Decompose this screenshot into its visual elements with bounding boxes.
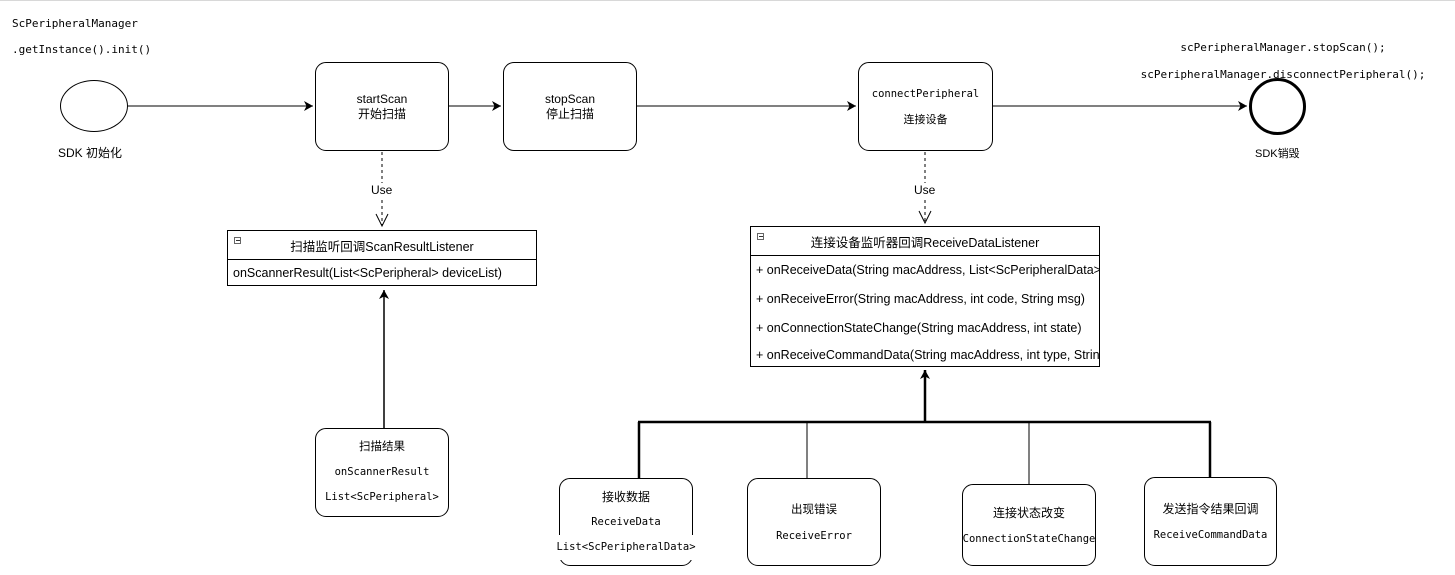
receive-data-type: List<ScPeripheralData>: [556, 535, 696, 560]
destroy-note: scPeripheralManager.stopScan(); scPeriph…: [1138, 41, 1428, 82]
receive-command-box: 发送指令结果回调 ReceiveCommandData: [1144, 477, 1277, 566]
scan-result-box: 扫描结果 onScannerResult List<ScPeripheral>: [315, 428, 449, 517]
receive-error-title: 出现错误: [791, 503, 837, 516]
use-label-connect: Use: [913, 183, 937, 197]
data-listener-method: + onReceiveError(String macAddress, int …: [756, 292, 1085, 306]
stop-scan-name: stopScan: [544, 91, 596, 106]
start-node: [60, 80, 128, 132]
scan-listener-header: 扫描监听回调ScanResultListener: [228, 231, 536, 260]
end-node-label: SDK销毁: [1255, 148, 1300, 160]
collapse-icon[interactable]: [757, 233, 764, 240]
data-listener-header: 连接设备监听器回调ReceiveDataListener: [751, 227, 1099, 256]
stop-scan-desc: 停止扫描: [545, 106, 594, 121]
scan-listener-title: 扫描监听回调ScanResultListener: [290, 239, 474, 254]
connect-desc: 连接设备: [903, 112, 948, 126]
scan-result-title: 扫描结果: [359, 441, 405, 453]
end-node: [1249, 78, 1306, 135]
data-listener-title: 连接设备监听器回调ReceiveDataListener: [810, 235, 1040, 250]
init-note-line2: .getInstance().init(): [12, 43, 152, 56]
init-note-line1: ScPeripheralManager: [12, 17, 138, 30]
data-listener-method: + onReceiveData(String macAddress, List<…: [756, 263, 1100, 277]
connection-state-box: 连接状态改变 ConnectionStateChange: [962, 484, 1096, 566]
receive-command-title: 发送指令结果回调: [1162, 502, 1259, 516]
scan-listener-method: onScannerResult(List<ScPeripheral> devic…: [233, 266, 502, 280]
receive-data-title: 接收数据: [601, 490, 650, 504]
scan-result-type: List<ScPeripheral>: [325, 491, 439, 503]
connect-name: connectPeripheral: [871, 87, 980, 100]
start-node-label: SDK 初始化: [58, 146, 123, 160]
use-arrowhead-connect: [918, 210, 932, 225]
destroy-note-line1: scPeripheralManager.stopScan();: [1180, 41, 1386, 54]
receive-error-box: 出现错误 ReceiveError: [747, 478, 881, 566]
use-label-scan: Use: [370, 183, 394, 197]
collapse-icon[interactable]: [234, 237, 241, 244]
scan-result-listener: 扫描监听回调ScanResultListener onScannerResult…: [227, 230, 537, 286]
receive-data-listener: 连接设备监听器回调ReceiveDataListener + onReceive…: [750, 226, 1100, 367]
receive-command-callback: ReceiveCommandData: [1153, 529, 1268, 541]
start-scan-name: startScan: [356, 91, 408, 106]
start-scan-box: startScan 开始扫描: [315, 62, 449, 151]
receive-error-callback: ReceiveError: [776, 529, 852, 542]
receive-data-box: 接收数据 ReceiveData List<ScPeripheralData>: [556, 478, 696, 566]
data-listener-method: + onConnectionStateChange(String macAddr…: [756, 321, 1082, 335]
connection-state-title: 连接状态改变: [992, 505, 1065, 520]
use-arrowhead-scan: [375, 213, 389, 228]
start-scan-desc: 开始扫描: [357, 106, 406, 121]
data-listener-method: + onReceiveCommandData(String macAddress…: [756, 348, 1100, 362]
connect-box: connectPeripheral 连接设备: [858, 62, 993, 151]
top-border: [0, 0, 1455, 1]
receive-data-callback: ReceiveData: [591, 516, 661, 528]
scan-result-callback: onScannerResult: [334, 466, 430, 478]
connection-state-callback: ConnectionStateChange: [962, 526, 1096, 552]
stop-scan-box: stopScan 停止扫描: [503, 62, 637, 151]
init-note: ScPeripheralManager .getInstance().init(…: [12, 17, 151, 57]
destroy-note-line2: scPeripheralManager.disconnectPeripheral…: [1140, 68, 1426, 81]
